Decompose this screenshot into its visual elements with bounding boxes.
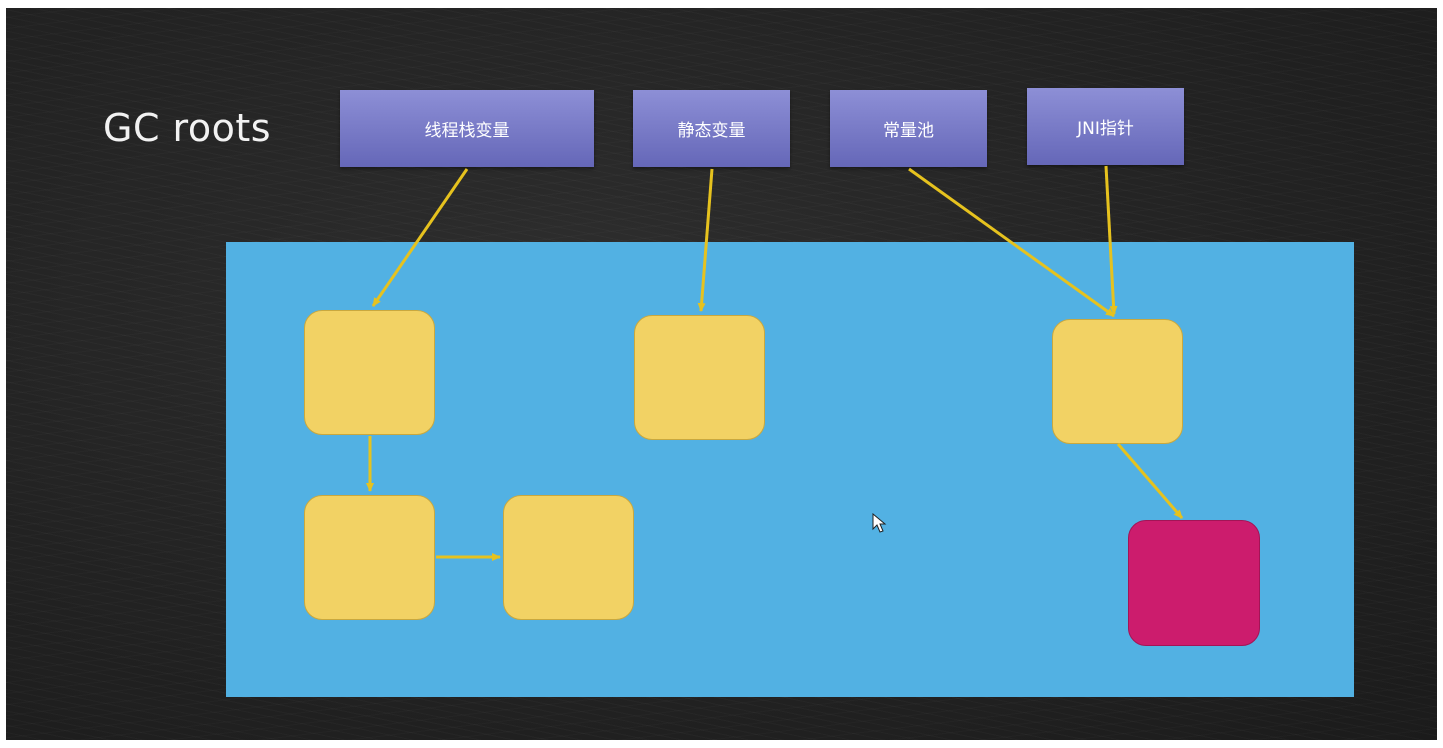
slide-frame: GC roots 线程栈变量 静态变量 常量池 JNI指针 — [6, 8, 1437, 740]
heap-object-3 — [503, 495, 634, 620]
heap-object-5 — [1052, 319, 1183, 444]
gc-root-static-var: 静态变量 — [633, 90, 790, 167]
arrow-object-5-to-object-unreachable — [1116, 443, 1184, 519]
arrow-constant-pool-to-object-5 — [908, 167, 1115, 318]
heap-object-1 — [304, 310, 435, 435]
gc-root-thread-stack: 线程栈变量 — [340, 90, 594, 167]
arrow-thread-stack-to-object-1 — [371, 168, 469, 307]
heap-object-2 — [304, 495, 435, 620]
gc-root-jni-pointer: JNI指针 — [1027, 88, 1184, 165]
gc-root-constant-pool: 常量池 — [830, 90, 987, 167]
heap-object-4 — [634, 315, 765, 440]
heap-object-unreachable — [1128, 520, 1260, 646]
reference-arrows — [366, 165, 1184, 561]
mouse-cursor-icon — [872, 513, 887, 533]
diagram-title: GC roots — [103, 106, 272, 150]
arrow-static-var-to-object-4 — [697, 168, 714, 312]
arrow-jni-pointer-to-object-5 — [1104, 165, 1118, 315]
